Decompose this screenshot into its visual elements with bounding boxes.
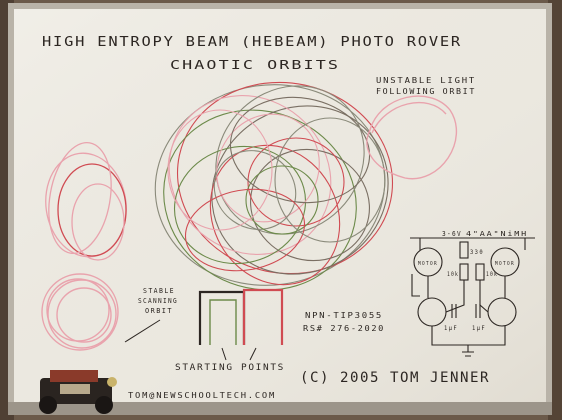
circuit-voltage: 3-6V: [442, 230, 462, 238]
circuit-res-10k-b: 10k: [486, 271, 498, 278]
email: TOM@NEWSCHOOLTECH.COM: [128, 391, 276, 400]
rover-board: [50, 370, 98, 382]
label-rsh: RS# 276-2020: [303, 324, 385, 333]
rover-wheel-right: [95, 396, 113, 414]
label-stable-3: ORBIT: [145, 307, 173, 315]
title-line-1: HIGH ENTROPY BEAM (HEBEAM) PHOTO ROVER: [42, 35, 462, 50]
label-unstable-2: FOLLOWING ORBIT: [376, 87, 476, 96]
label-starting-points: STARTING POINTS: [175, 363, 285, 373]
rover-wheel-left: [39, 396, 57, 414]
title-line-2: CHAOTIC ORBITS: [170, 58, 340, 72]
circuit-res-330: 330: [470, 249, 484, 256]
rover-photocell: [107, 377, 117, 387]
circuit-motor-right-label: MOTOR: [495, 261, 515, 267]
circuit-motor-left-label: MOTOR: [418, 261, 438, 267]
label-stable-1: STABLE: [143, 287, 175, 295]
label-unstable-1: UNSTABLE LIGHT: [376, 76, 476, 85]
circuit-battery: 4"AA"NiMH: [466, 230, 528, 238]
label-stable-2: SCANNING: [138, 297, 178, 305]
rover-battery: [60, 384, 90, 394]
circuit-cap-2: 1µF: [472, 325, 486, 332]
circuit-cap-1: 1µF: [444, 325, 458, 332]
circuit-res-10k-a: 10k: [447, 271, 459, 278]
label-npn: NPN-TIP3055: [305, 311, 383, 320]
copyright: (C) 2005 TOM JENNER: [300, 370, 490, 386]
